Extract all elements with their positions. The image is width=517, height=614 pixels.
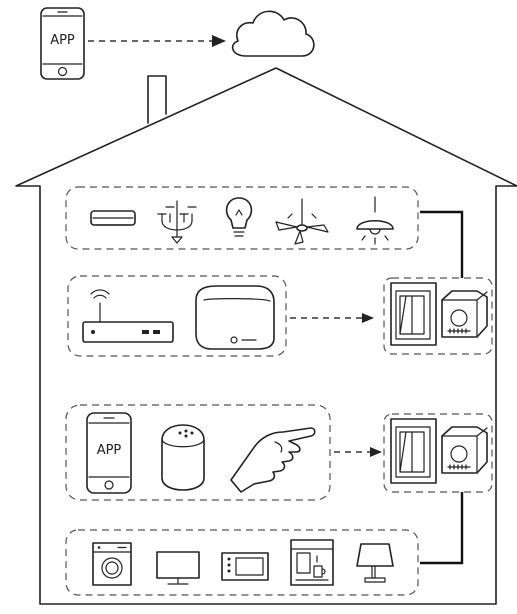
control-to-switch-arrow <box>334 447 382 457</box>
hub-to-switch-arrow <box>290 313 374 323</box>
lighting-group <box>65 186 419 250</box>
washing-machine-icon <box>92 542 132 586</box>
phone-group-app-label: APP <box>97 443 122 458</box>
smart-speaker-icon <box>161 424 205 491</box>
control-group <box>65 404 331 501</box>
switch-relay-group-1 <box>383 277 493 355</box>
television-icon <box>156 551 200 585</box>
air-conditioner-icon <box>90 210 136 226</box>
wall-switch-icon <box>390 418 437 484</box>
network-group <box>67 275 287 357</box>
phone-to-cloud-arrow <box>88 35 226 47</box>
microwave-icon <box>221 552 269 581</box>
house-outline <box>15 67 517 605</box>
wall-switch-icon <box>390 282 437 346</box>
coffee-machine-icon <box>290 539 334 586</box>
phone-top-app-label: APP <box>50 33 75 48</box>
chandelier-icon <box>157 200 197 244</box>
relay-module-icon <box>441 290 488 338</box>
table-lamp-icon <box>356 543 394 583</box>
smartphone-icon: APP <box>86 412 132 494</box>
wifi-router-icon <box>82 289 174 343</box>
cloud-icon <box>231 10 315 57</box>
relay-module-icon <box>441 426 488 474</box>
light-bulb-icon <box>225 197 253 237</box>
appliance-group <box>65 529 419 596</box>
smartphone-icon: APP <box>40 7 85 80</box>
appliance-wire <box>420 492 464 565</box>
smart-hub-icon <box>195 285 275 350</box>
lighting-wire <box>420 210 464 278</box>
pointing-hand-icon <box>230 427 316 493</box>
ceiling-fan-icon <box>275 198 329 245</box>
switch-relay-group-2 <box>383 413 493 493</box>
pendant-lamp-icon <box>356 196 394 245</box>
